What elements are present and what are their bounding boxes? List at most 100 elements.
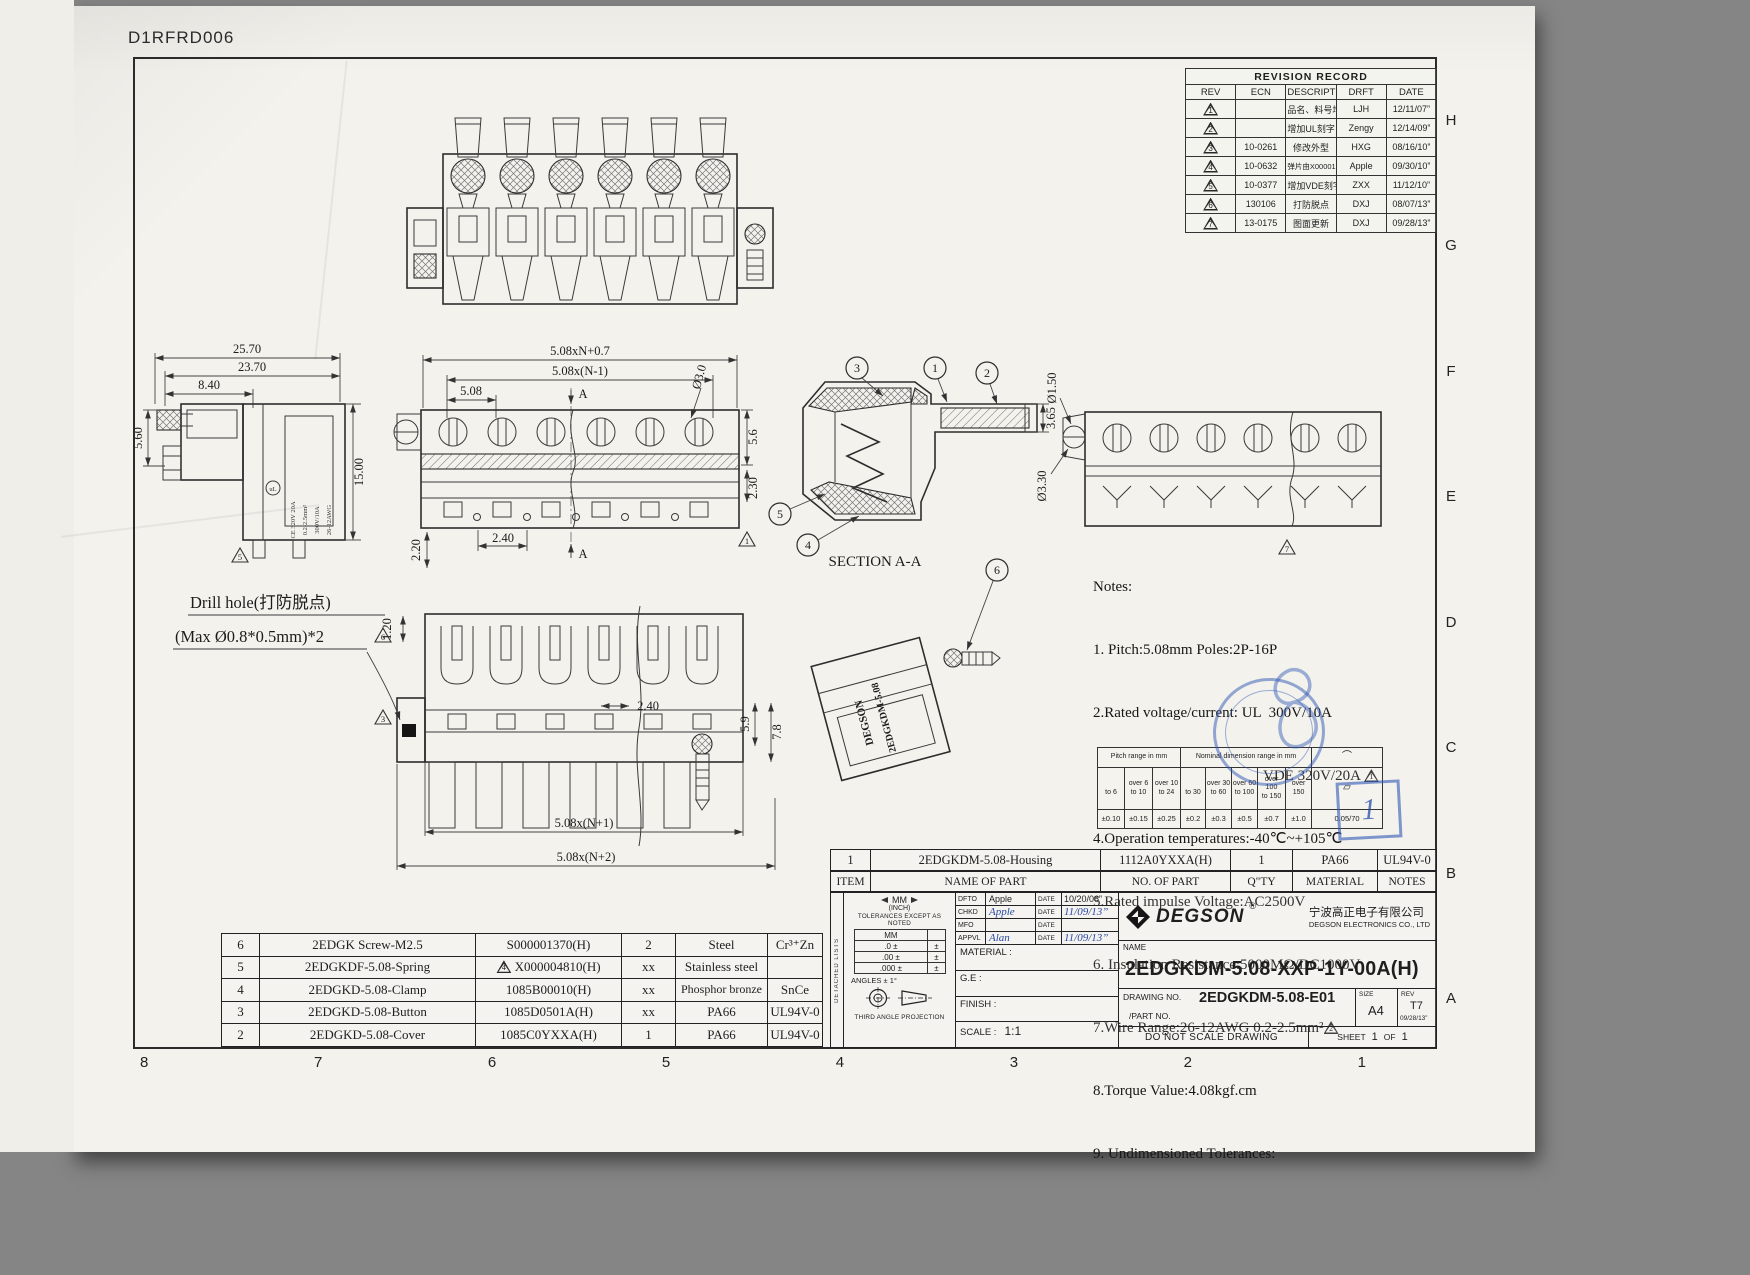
section-cut-label: A	[578, 547, 587, 561]
note-line: 6. Insulation Resistance:5000MΩ/DC1000V	[1093, 957, 1361, 973]
border-number: 4	[835, 1054, 845, 1071]
balloon-4: 4	[796, 515, 860, 557]
border-number: 3	[1009, 1054, 1019, 1071]
border-col-numbers: 8 7 6 5 4 3 2 1	[140, 1054, 1366, 1071]
drill-note-line1: Drill hole(打防脱点)	[190, 593, 331, 612]
arrow-left-icon	[881, 897, 888, 903]
border-letter: C	[1445, 739, 1457, 757]
dim-label: 5.08	[460, 384, 482, 398]
dim-label: 5.6	[746, 429, 760, 445]
border-number: 6	[487, 1054, 497, 1071]
dim-label: 25.70	[233, 342, 261, 356]
no-scale-note: DO NOT SCALE DRAWING	[1145, 1031, 1279, 1043]
rating-label: 0.2-2.5mm²	[302, 505, 309, 536]
view-isometric: DEGSON 2EDGKDM-5.08 6	[810, 558, 1009, 782]
border-letter: H	[1445, 112, 1457, 129]
border-number: 2	[1183, 1054, 1192, 1071]
tolerance-table: Pitch range in mm Nominal dimension rang…	[1097, 747, 1383, 829]
rating-label: 300V/10A	[314, 506, 321, 534]
revision-row: 4 10-0632弹片由X00001320变更为X00004810 Apple0…	[1184, 156, 1438, 176]
dim-label: 8.40	[198, 378, 220, 392]
parallelogram-symbol: ▱	[1311, 767, 1383, 810]
projection-label: THIRD ANGLE PROJECTION	[854, 1014, 945, 1021]
dim-label: 2.40	[492, 531, 514, 545]
view-bottom: 1.20 2.40 5.9	[374, 605, 784, 870]
view-top	[406, 117, 774, 305]
ul-logo-icon	[265, 480, 281, 496]
rev-value: T7	[1410, 1000, 1423, 1012]
border-number: 8	[140, 1054, 149, 1071]
dim-label: 7.8	[770, 724, 784, 740]
dim-label: 5.9	[738, 716, 752, 732]
svg-text:6: 6	[994, 563, 1000, 577]
ul-logo-text: uL	[269, 486, 276, 493]
paper-edge-left	[0, 0, 74, 1152]
rev-triangle-6: 6	[374, 626, 392, 643]
part-name-value: 2EDGKDM-5.08-XXP-1Y-00A(H)	[1125, 957, 1419, 980]
note-line: 1. Pitch:5.08mm Poles:2P-16P	[1093, 642, 1278, 658]
rev-triangle-5: 5	[231, 546, 249, 563]
svg-text:3: 3	[381, 714, 385, 724]
title-block: DETACHED LISTS MM (INCH) TOLERANCES EXCE…	[830, 892, 1437, 1048]
dim-label: 5.60	[135, 427, 145, 449]
arc-symbol: ⌒	[1311, 747, 1383, 768]
border-letter: D	[1445, 613, 1457, 631]
border-letter: F	[1446, 362, 1456, 380]
rev-triangle-7: 7	[1278, 538, 1296, 555]
dim-label: 15.00	[352, 458, 366, 486]
svg-text:7: 7	[1285, 544, 1289, 554]
view-side: 25.70 23.70 8.40 CE 320V 20A 0.2-2.5mm² …	[135, 342, 366, 563]
iso-brand-label: DEGSON	[853, 699, 877, 747]
svg-text:1: 1	[932, 361, 938, 375]
border-row-letters: H G F E D C B A	[1441, 112, 1461, 1007]
dim-label: 23.70	[238, 360, 266, 374]
angles-tolerance: ANGLES ± 1°	[851, 976, 897, 985]
dim-label: 5.08x(N-1)	[552, 364, 608, 378]
border-number: 1	[1357, 1054, 1366, 1071]
ge-row: G.E :	[956, 971, 1118, 997]
company-name-cn: 宁波高正电子有限公司	[1308, 907, 1424, 919]
dim-label: Ø3.0	[689, 363, 709, 390]
dim-label: Ø3.30	[1035, 471, 1049, 502]
dim-label: 2.20	[409, 539, 423, 561]
dim-label: 5.08xN+0.7	[550, 344, 610, 358]
border-letter: A	[1445, 989, 1456, 1007]
dim-label: 5.08x(N+2)	[557, 850, 616, 864]
dim-label: 2.30	[746, 477, 760, 499]
drill-note-line2: (Max Ø0.8*0.5mm)*2	[175, 627, 324, 646]
tolerance-mini-table: MM .0 ±± .00 ±± .000 ±±	[853, 929, 946, 974]
company-row: DEGSON ® 宁波高正电子有限公司 DEGSON ELECTRONICS C…	[1119, 893, 1436, 941]
border-letter: E	[1445, 488, 1456, 506]
title-block-header-row: ITEM NAME OF PART NO. OF PART Q"TY MATER…	[830, 871, 1437, 892]
dim-label: Ø1.50	[1045, 373, 1059, 404]
drawing-number-row: DRAWING NO. 2EDGKDM-5.08-E01 /PART NO. S…	[1119, 989, 1436, 1027]
inch-label: (INCH)	[888, 905, 911, 912]
svg-text:2: 2	[984, 366, 990, 380]
dim-label: 1.20	[380, 618, 394, 640]
detached-lists-label: DETACHED LISTS	[834, 937, 840, 1003]
drawing-canvas: 25.70 23.70 8.40 CE 320V 20A 0.2-2.5mm² …	[135, 117, 1382, 870]
svg-text:3: 3	[854, 361, 860, 375]
sign-row-chkd: CHKD Apple DATE 11/09/13”	[956, 906, 1118, 919]
view-section: 3 1 2 5 4 3.65 SECTION A-A	[768, 356, 1058, 570]
notes-block: Notes: 1. Pitch:5.08mm Poles:2P-16P 2.Ra…	[1093, 535, 1445, 1207]
company-name-en: DEGSON ELECTRONICS CO., LTD	[1308, 920, 1430, 929]
rev-date: 09/28/13”	[1400, 1015, 1428, 1022]
company-name-box: DEGSON ® 宁波高正电子有限公司 DEGSON ELECTRONICS C…	[1119, 893, 1436, 1047]
border-letter: B	[1445, 864, 1456, 882]
rev-triangle-3: 3	[374, 708, 392, 725]
rev-triangle-1: 1	[738, 530, 756, 547]
size-box: SIZE A4	[1356, 989, 1398, 1026]
svg-text:4: 4	[805, 538, 811, 552]
note-line: 4.Operation temperatures:-40℃~+105℃	[1093, 831, 1343, 847]
